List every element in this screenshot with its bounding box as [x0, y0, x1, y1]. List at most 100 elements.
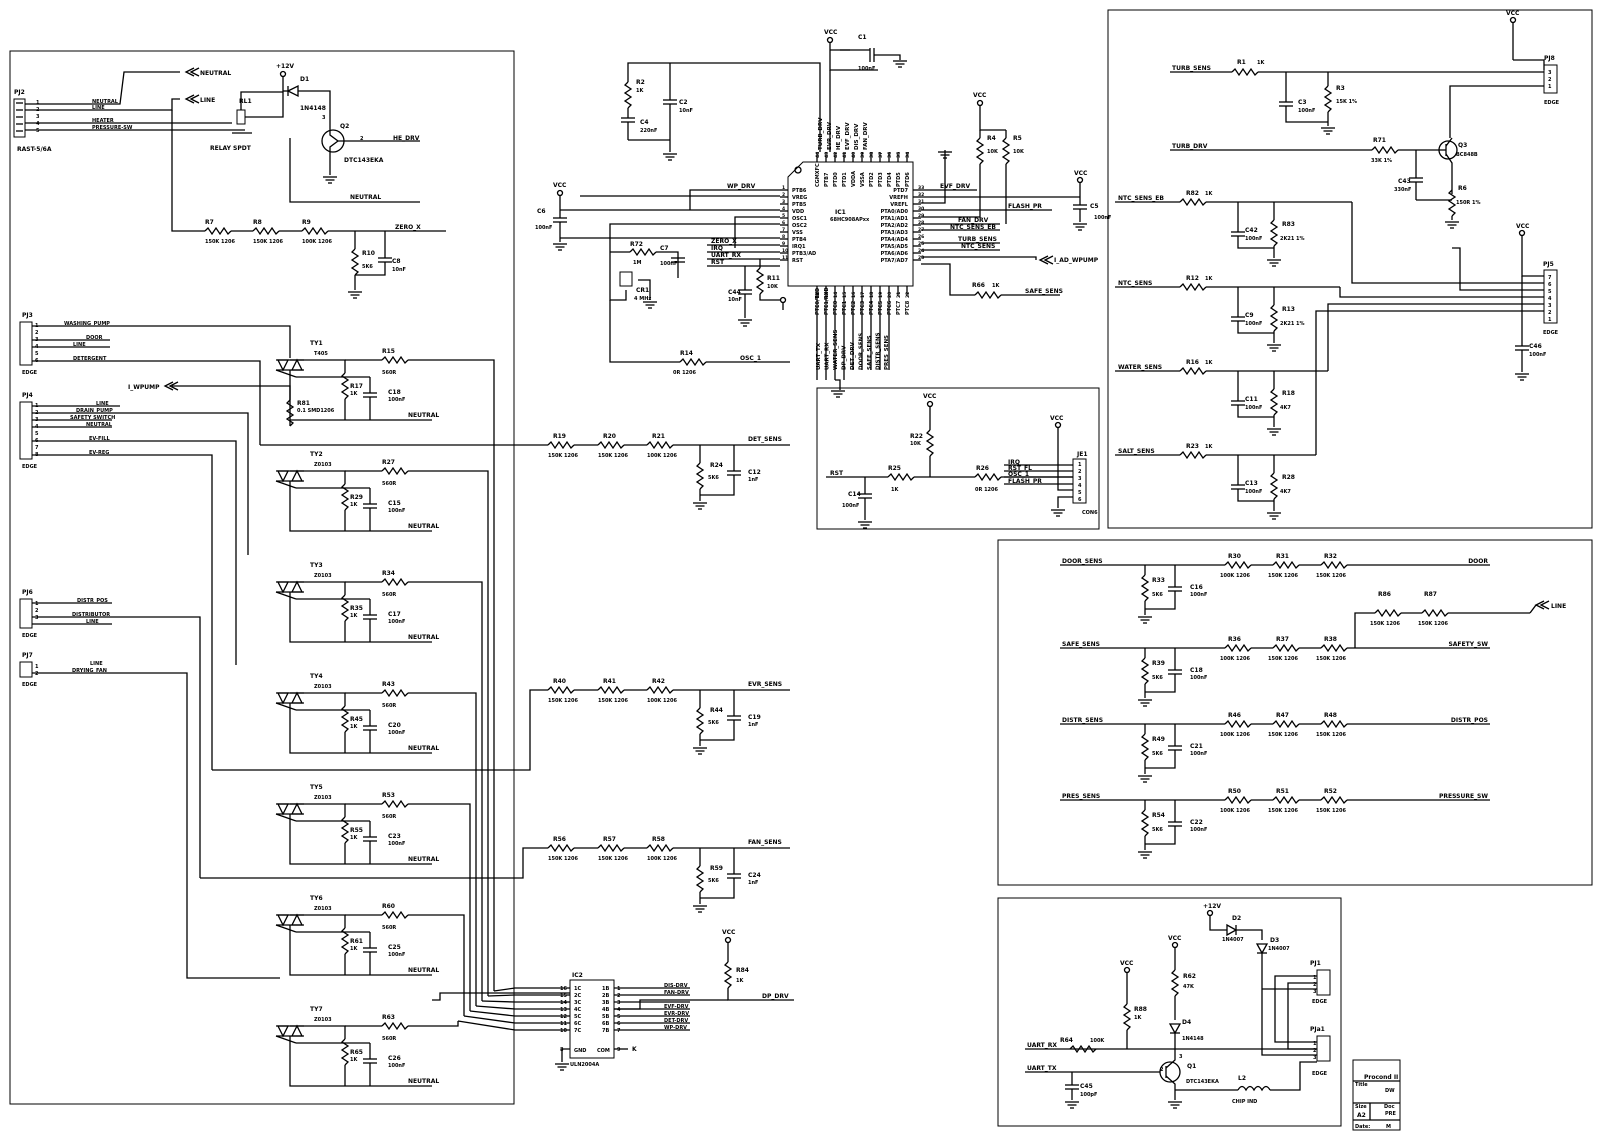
label-sections-dividers-1-ra: R40 — [553, 678, 566, 685]
wire — [1274, 975, 1317, 1043]
label-sections-switches-rows-0-vb: 150K 1206 — [1268, 573, 1298, 579]
label-sections-uart-d3-part: 1N4007 — [1268, 946, 1290, 952]
resistor — [381, 800, 409, 808]
label-drv-net: WP-DRV — [664, 1025, 687, 1031]
capacitor — [362, 614, 378, 620]
label-sections-sensors-r18-val: 4K7 — [1280, 405, 1291, 411]
ground-icon — [1514, 373, 1530, 381]
label-sections-ic2-in-pins-3: 13 — [560, 1007, 567, 1013]
label-sections-switches-rows-3-rc: R52 — [1324, 788, 1337, 795]
label-sections-dividers-1-rd-val: 5K6 — [708, 720, 719, 726]
label-sections-switches-rows-1-rc: R38 — [1324, 636, 1337, 643]
label-sections-switches-rows-2-out: DISTR_POS — [1451, 717, 1488, 724]
wire — [32, 672, 280, 979]
resistor — [1224, 644, 1252, 652]
label-sections-sensors-r28-val: 4K7 — [1280, 489, 1291, 495]
frame-sensors — [1107, 9, 1593, 529]
label-sections-switches-rows-0-rc: R32 — [1324, 553, 1337, 560]
label-sections-prog-r25: R25 — [888, 465, 901, 472]
pj6-pin: 1 — [35, 601, 39, 607]
label-sections-uart-vcc: VCC — [1120, 960, 1134, 967]
wire — [32, 616, 201, 878]
label-sections-switches-rows-2-c-val: 100nF — [1190, 751, 1207, 757]
label-r9: R9 — [302, 219, 311, 226]
label-res-val: 560R — [382, 592, 396, 598]
label-drv-net: EVF-DRV — [664, 1004, 689, 1010]
resistor — [381, 356, 409, 364]
label-sections-sensors-c42-val: 100nF — [1245, 236, 1262, 242]
wire — [289, 814, 432, 865]
label-sections-dividers-0-vb: 150K 1206 — [598, 453, 628, 459]
label-sections-mcu-cr1: CR1 — [636, 287, 649, 294]
label-cap-val: 100nF — [388, 397, 405, 403]
label-neutral: NEUTRAL — [408, 856, 439, 863]
connector-pj1 — [1316, 969, 1331, 996]
label-sections-switches-rows-2-rb: R47 — [1276, 712, 1289, 719]
label-res: R55 — [350, 827, 363, 834]
label-drv-net: EVR-DRV — [664, 1011, 689, 1017]
label-ic1-part: 68HC908APxx — [830, 217, 870, 223]
label-res: R35 — [350, 605, 363, 612]
label-sections-ic2-out-names-3: 4B — [602, 1007, 609, 1013]
label-sections-mcu-top-pins-5: 39 — [860, 152, 866, 158]
label-sections-mcu-ntc-sens-eb: NTC_SENS_EB — [950, 224, 996, 231]
label-sections-sensors-turb-sens: TURB_SENS — [1172, 65, 1211, 72]
label-cap: C20 — [388, 722, 401, 729]
ic1-pin1-marker — [794, 166, 802, 174]
power-section: PJ2RAST-5/6A12345NEUTRALLINEHEATERPRESSU… — [13, 63, 446, 299]
label-sections-sensors-r23-val: 1K — [1205, 444, 1213, 450]
label-sections-switches-rows-1-va: 100K 1206 — [1220, 656, 1250, 662]
label-sections-mcu-bottom-names-4: PTC2 — [851, 300, 857, 315]
label-triac-part: Z0103 — [314, 795, 332, 801]
label-sections-uart-d2: D2 — [1232, 915, 1241, 922]
resistor — [381, 467, 409, 475]
wire — [469, 1010, 570, 1017]
wire — [172, 385, 291, 400]
label-sections-switches-rows-0-c: C16 — [1190, 584, 1203, 591]
label-sections-ic2-vcc: VCC — [722, 929, 736, 936]
label-sections-mcu-right-names-7: PTA4/AD4 — [881, 237, 909, 243]
label-sections-uart-edge: EDGE — [1312, 999, 1328, 1005]
label-sections-ic2-out-pins-5: 6 — [617, 1021, 621, 1027]
wire — [921, 263, 975, 296]
frame-switches — [997, 539, 1593, 886]
label-sections-switches-rows-3-rb: R51 — [1276, 788, 1289, 795]
capacitor — [362, 1058, 378, 1064]
resistor — [1123, 1003, 1131, 1031]
label-sections-uart-plus12: +12V — [1203, 903, 1221, 910]
label-sections-mcu-right-names-3: PTA0/AD0 — [881, 209, 909, 215]
triac-icon — [275, 1025, 305, 1037]
label-sections-title-block-rev: M — [1386, 1124, 1391, 1130]
label-sections-mcu-bottom-pins-5: 17 — [860, 292, 866, 298]
triac-icon — [275, 470, 305, 482]
label-sections-mcu-bottom-pins-0: 12 — [815, 292, 821, 298]
label-sections-switches-rows-0-r-sh: R33 — [1152, 577, 1165, 584]
label-sections-sensors-c46: C46 — [1529, 343, 1542, 350]
capacitor — [1167, 745, 1183, 751]
pj4-signal: NEUTRAL — [86, 422, 113, 428]
label-r8-val: 150K 1206 — [253, 239, 283, 245]
label-neutral: NEUTRAL — [408, 1078, 439, 1085]
capacitor — [1167, 586, 1183, 592]
label-sections-mcu-evf-drv: EVF_DRV — [940, 183, 970, 190]
label-sections-dividers-2-vb: 150K 1206 — [598, 856, 628, 862]
resistor — [1272, 644, 1300, 652]
label-sections-mcu-r4: R4 — [987, 135, 996, 142]
label-sections-sensors-r12: R12 — [1186, 275, 1199, 282]
label-sections-mcu-irq: IRQ — [711, 245, 723, 252]
resistor — [381, 1022, 409, 1030]
label-sections-mcu-right-names-10: PTA7/AD7 — [881, 258, 909, 264]
label-sections-sensors-r13-val: 2K21 1% — [1280, 321, 1305, 327]
label-sections-mcu-bottom-pins-1: 13 — [824, 292, 830, 298]
label-sections-ic2-out-pins-2: 3 — [617, 1000, 621, 1006]
label-sections-mcu-r11-val: 10K — [767, 284, 779, 290]
label-pj2-part: RAST-5/6A — [17, 146, 52, 153]
resistor — [1272, 720, 1300, 728]
label-sections-uart-pj1: PJ1 — [1310, 960, 1321, 967]
label-sections-switches-rows-3-c-val: 100nF — [1190, 827, 1207, 833]
label-sections-mcu-r72-val: 1M — [633, 260, 641, 266]
label-sections-mcu-left-pins-2: 3 — [782, 199, 785, 205]
label-ic2: IC2 — [572, 972, 583, 979]
ic2-body — [569, 979, 615, 1059]
label-cap-val: 100nF — [388, 841, 405, 847]
